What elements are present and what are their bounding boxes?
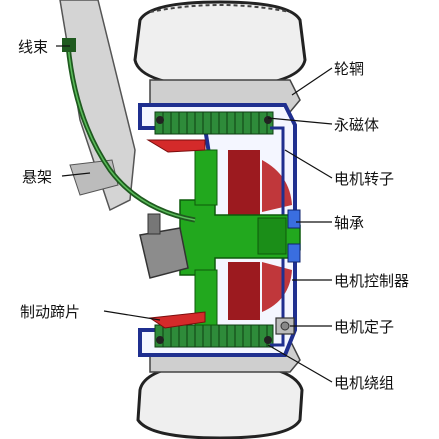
stator-bolt (275, 317, 295, 335)
suspension-arm (59, 0, 136, 212)
bearing (287, 209, 301, 263)
wire-harness-cable (62, 38, 196, 223)
brake-shoes (146, 139, 206, 329)
label-motor-controller: 电机控制器 (334, 272, 410, 290)
label-motor-rotor: 电机转子 (334, 170, 395, 188)
label-brake-shoe: 制动蹄片 (20, 303, 81, 321)
stator-winding-bottom (154, 324, 274, 348)
label-rim: 轮辋 (334, 60, 365, 78)
label-suspension: 悬架 (22, 168, 53, 186)
tire-top (133, 0, 307, 90)
label-permanent-magnet: 永磁体 (334, 116, 380, 134)
connector (139, 213, 189, 279)
label-wire-harness: 线束 (18, 38, 49, 56)
hub-axle (179, 149, 301, 326)
label-motor-stator: 电机定子 (334, 318, 395, 336)
label-bearing: 轴承 (334, 214, 365, 232)
leader-lines (56, 45, 333, 383)
label-motor-winding: 电机绕组 (334, 374, 395, 392)
stator-winding-top (154, 111, 274, 135)
tire-bottom (136, 360, 304, 439)
